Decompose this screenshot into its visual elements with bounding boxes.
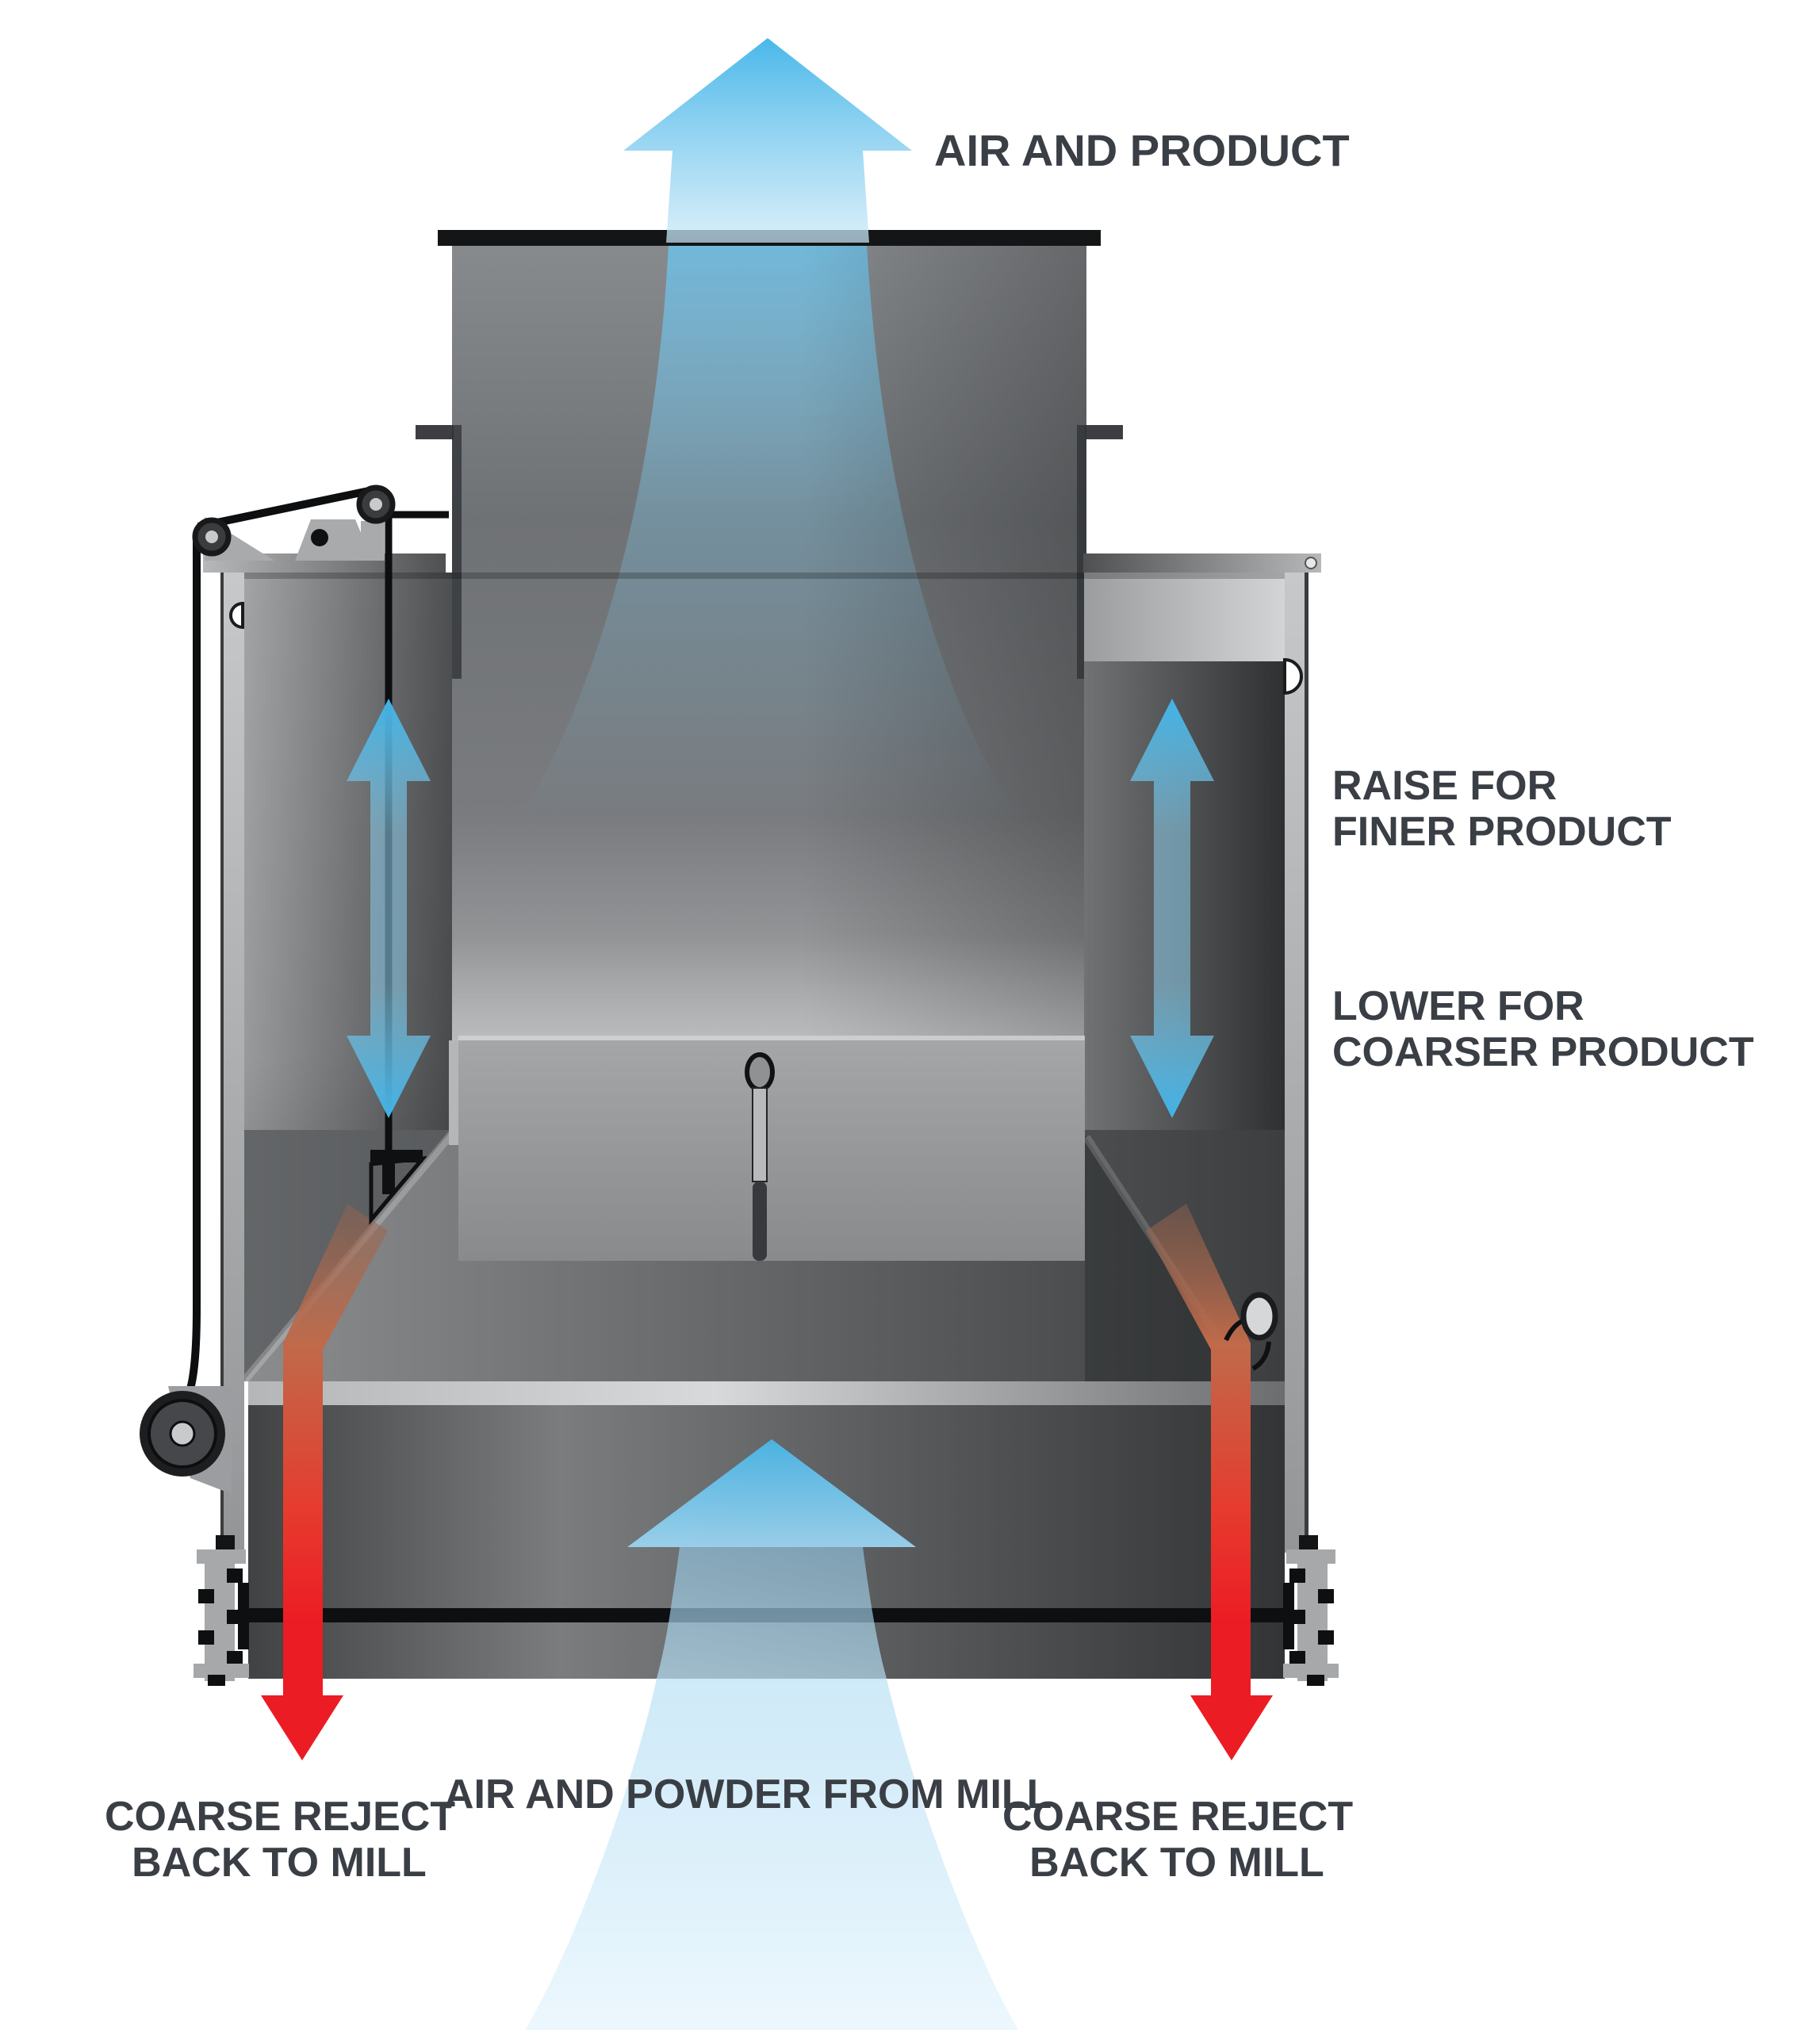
label-line: COARSE REJECT — [1002, 1794, 1354, 1840]
coarse-reject-arrow-left — [261, 1204, 388, 1760]
adjustable-cone-collar — [449, 1036, 1085, 1261]
coarse-reject-arrow-right — [1146, 1204, 1273, 1760]
column-tab-right — [1085, 425, 1123, 439]
label-line: BACK TO MILL — [1029, 1840, 1324, 1886]
pulley-left — [192, 517, 232, 557]
label-line: RAISE FOR — [1332, 763, 1558, 809]
sampling-knob — [1224, 1292, 1278, 1371]
label-line: BACK TO MILL — [132, 1840, 427, 1886]
wall-notch-left — [229, 601, 244, 630]
label-raise-for-finer: RAISE FOR FINER PRODUCT — [1332, 763, 1672, 855]
outer-vessel-right-wall — [1285, 573, 1308, 1553]
pulley-bracket-center — [295, 519, 373, 561]
wall-notch-right — [1283, 657, 1303, 695]
label-coarse-reject-right: COARSE REJECT BACK TO MILL — [1002, 1794, 1354, 1886]
hoist-cable — [185, 538, 201, 1396]
rim-bolt — [1305, 557, 1317, 569]
adjust-arrow-left — [347, 699, 431, 1118]
screw-jack-right — [1283, 1535, 1339, 1686]
label-line: LOWER FOR — [1332, 983, 1584, 1029]
label-line: FINER PRODUCT — [1332, 809, 1672, 855]
feed-air-beam — [525, 1439, 1018, 2030]
label-air-and-powder-feed: AIR AND POWDER FROM MILL — [444, 1771, 1052, 1817]
column-tab-left — [416, 425, 454, 439]
label-air-and-product: AIR AND PRODUCT — [934, 125, 1350, 175]
screw-jack-left — [193, 1535, 249, 1686]
cone-hanger-bracket — [369, 1150, 427, 1225]
vessel-rim-right — [1083, 553, 1321, 573]
feed-arrow-head — [627, 1439, 916, 1547]
classifier-column — [416, 230, 1123, 1040]
vessel-floor-ring — [248, 1381, 1285, 1405]
bracket-bolt — [311, 529, 328, 546]
label-lower-for-coarser: LOWER FOR COARSER PRODUCT — [1332, 983, 1754, 1075]
label-line: COARSER PRODUCT — [1332, 1029, 1754, 1075]
pulley-right — [356, 485, 396, 524]
adjust-arrow-right — [1130, 699, 1214, 1118]
label-coarse-reject-left: COARSE REJECT BACK TO MILL — [105, 1794, 456, 1886]
label-line: COARSE REJECT — [105, 1794, 456, 1840]
interior-light-band — [1084, 573, 1285, 661]
air-product-arrow — [623, 38, 912, 243]
cone-handle — [745, 1052, 775, 1261]
tension-wheel — [140, 1386, 232, 1494]
